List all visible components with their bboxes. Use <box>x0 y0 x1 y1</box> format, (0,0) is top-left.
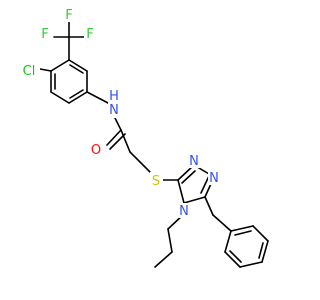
carbonyl-oxygen-label: O <box>91 143 101 158</box>
bond-ring-cl <box>39 68 52 72</box>
bond-ph-inner-a <box>234 230 252 236</box>
bond-ch2-s <box>129 151 151 173</box>
bond-ring1-c <box>68 91 88 104</box>
bond-carbonyl-ch2 <box>120 129 131 153</box>
bond-ring1-f <box>50 59 70 72</box>
fluorine-label-right: F <box>86 27 93 42</box>
chlorine-label: Cl <box>23 64 36 79</box>
bond-ring1-inner-b <box>69 89 84 99</box>
bond-tri-e <box>177 179 185 204</box>
bond-carbonyl-1 <box>106 129 122 146</box>
amide-nitrogen-label: N <box>109 103 119 118</box>
bond-tri-c2 <box>200 175 210 194</box>
bond-tri-d <box>183 196 206 204</box>
bond-propyl-2 <box>167 228 173 253</box>
bond-ph-e <box>224 251 241 268</box>
bond-ring1-inner-a <box>69 64 84 74</box>
bond-ph-c <box>261 240 269 263</box>
bond-ph-b <box>252 225 269 242</box>
bond-ph-a <box>230 225 254 232</box>
bond-ph-inner-b <box>258 242 264 259</box>
triazole-nitrogen-label-3: N <box>179 204 189 219</box>
bond-ph-inner-c <box>229 250 242 263</box>
bond-tri-a2 <box>181 170 196 184</box>
amide-hydrogen-label: H <box>109 89 119 104</box>
bond-lines <box>39 21 269 268</box>
sulfur-label: S <box>152 174 160 189</box>
bond-ph-f <box>224 230 232 253</box>
fluorine-label-top: F <box>65 8 72 23</box>
bond-tri-ch2 <box>204 196 214 216</box>
triazole-nitrogen-label-2: N <box>209 171 219 186</box>
triazole-nitrogen-label-1: N <box>189 154 199 169</box>
bond-ring-nh <box>86 91 109 104</box>
bond-ch2-phenyl <box>212 214 232 232</box>
molecule-structure-diagram: F F F Cl H N O S N N N <box>18 6 269 268</box>
bond-carbonyl-2 <box>109 133 126 150</box>
fluorine-label-left: F <box>41 27 48 42</box>
bond-ring1-a <box>68 59 88 72</box>
atom-labels: F F F Cl H N O S N N N <box>18 6 220 219</box>
bond-ring1-d <box>50 91 70 104</box>
bond-ph-d <box>239 261 263 268</box>
bond-propyl-3 <box>154 251 173 268</box>
